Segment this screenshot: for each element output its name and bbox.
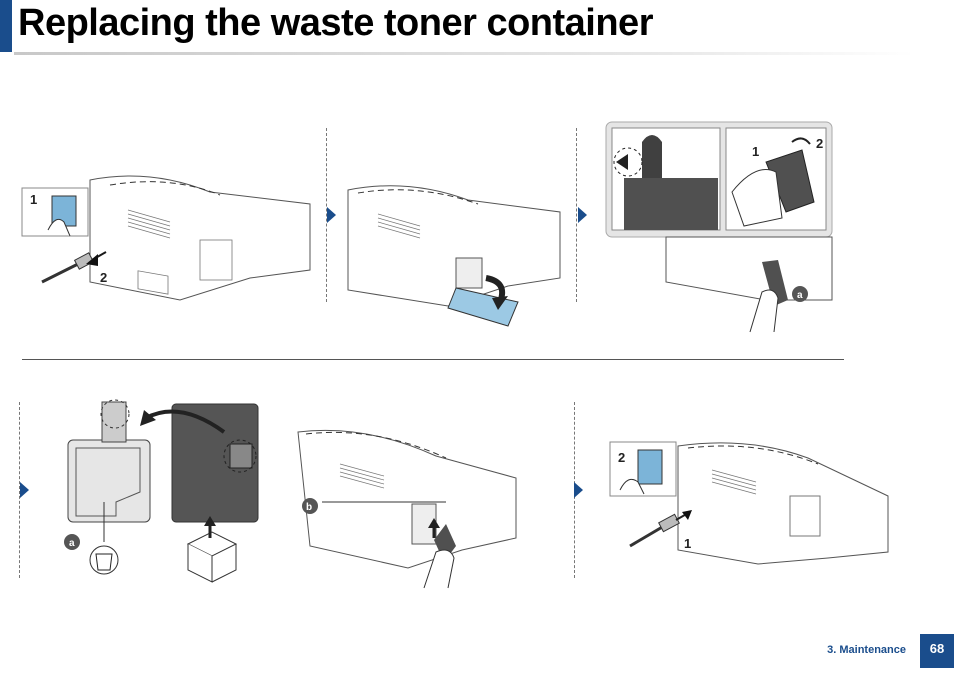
- printer-rear-cover-open-illustration: [347, 185, 561, 327]
- title-accent-bar: [0, 0, 12, 52]
- page-number: 68: [920, 634, 954, 668]
- step-number-2: 2: [100, 270, 107, 285]
- step-arrow-icon: [327, 207, 336, 223]
- row-divider: [22, 359, 844, 360]
- printer-rear-illustration: 1 2: [21, 175, 311, 301]
- callout-a: a: [69, 538, 75, 549]
- step-arrow-icon: [20, 482, 29, 498]
- title-underline: [14, 52, 914, 55]
- callout-b: b: [306, 502, 312, 513]
- step-number-1: 1: [684, 536, 691, 551]
- panel-divider: [19, 402, 20, 578]
- step-arrow-icon: [574, 482, 583, 498]
- callout-a: a: [797, 290, 803, 301]
- step-number-1: 1: [30, 192, 37, 207]
- footer-section-label: 3. Maintenance: [827, 644, 906, 656]
- waste-container-insert-illustration: b: [297, 429, 517, 589]
- step-number-2: 2: [618, 450, 625, 465]
- printer-plug-in-illustration: 2 1: [609, 441, 889, 565]
- step-number-1: 1: [752, 144, 759, 159]
- panel-divider: [576, 128, 577, 302]
- step-arrow-icon: [578, 207, 587, 223]
- waste-container-disposal-illustration: a: [64, 399, 259, 583]
- waste-container-removal-illustration: 1 2 a: [605, 121, 833, 333]
- step-number-2: 2: [816, 136, 823, 151]
- page-title: Replacing the waste toner container: [18, 2, 653, 44]
- panel-divider: [326, 128, 327, 302]
